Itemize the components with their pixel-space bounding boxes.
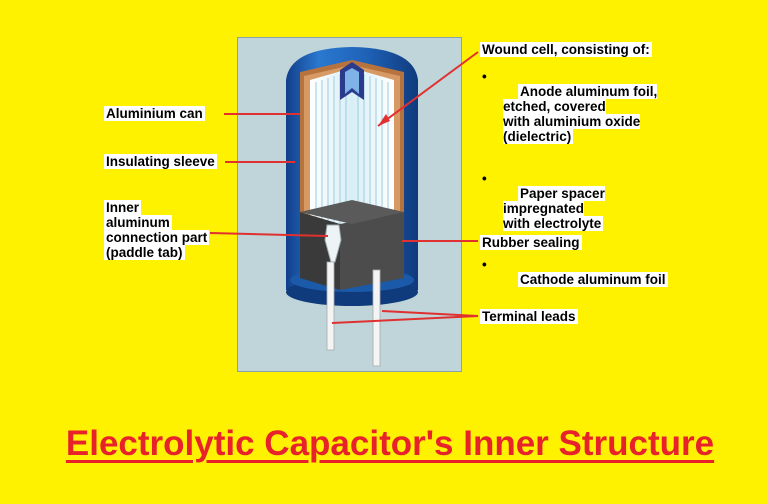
rubber-sealing-shape (300, 200, 404, 290)
label-terminal-leads: Terminal leads (480, 309, 578, 324)
label-aluminium-can: Aluminium can (104, 106, 205, 121)
page-title: Electrolytic Capacitor's Inner Structure (35, 424, 745, 464)
label-rubber-sealing: Rubber sealing (480, 235, 582, 250)
label-insulating-sleeve: Insulating sleeve (104, 154, 217, 169)
list-item-anode: •Anode aluminum foil, etched, covered wi… (480, 69, 668, 159)
label-wound-cell: Wound cell, consisting of: (480, 42, 652, 57)
list-item-cathode: •Cathode aluminum foil (480, 257, 668, 302)
label-inner-connection: Inner aluminum connection part (paddle t… (104, 200, 209, 260)
wound-cell-list: •Anode aluminum foil, etched, covered wi… (480, 69, 668, 302)
